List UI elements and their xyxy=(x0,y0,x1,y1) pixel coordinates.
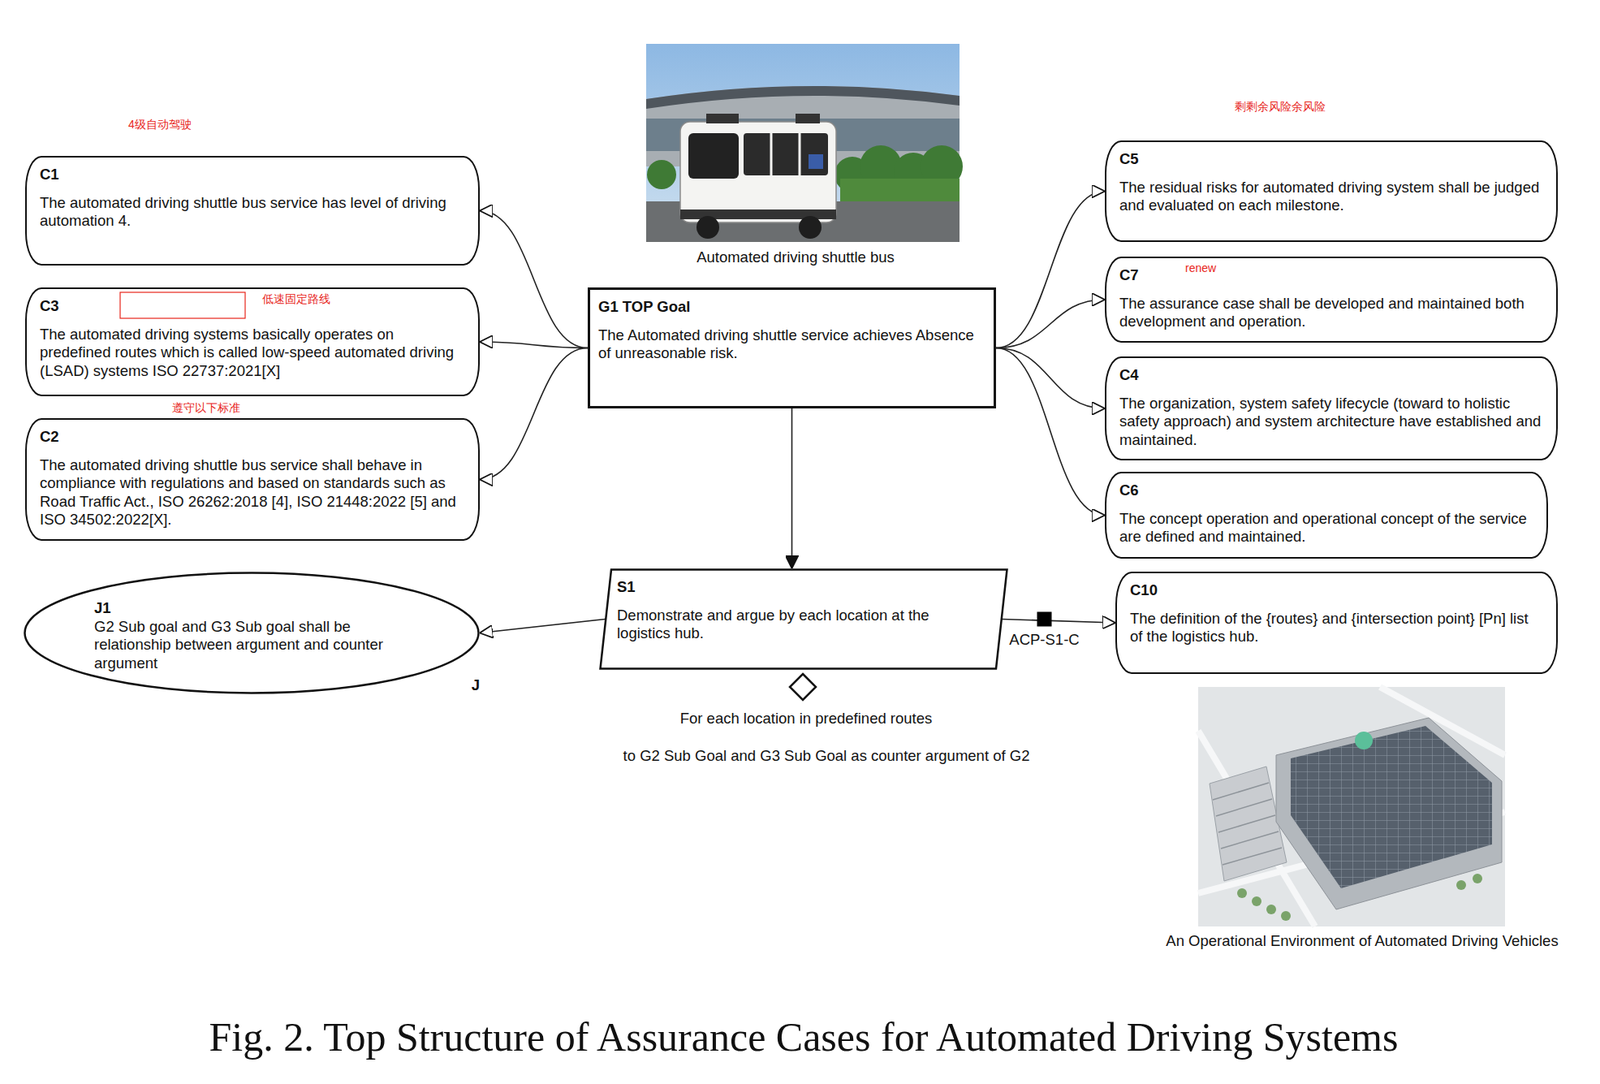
node-text: The automated driving shuttle bus servic… xyxy=(39,194,467,231)
annotation-note: 遵守以下标准 xyxy=(172,401,241,415)
photo-sky xyxy=(646,43,960,242)
node-id: C2 xyxy=(39,427,467,447)
node-id: C3 xyxy=(39,297,467,316)
node-text: The concept operation and operational co… xyxy=(1119,509,1536,547)
ellipse-outline xyxy=(25,573,479,694)
node-text: The organization, system safety lifecycl… xyxy=(1119,394,1545,450)
connector xyxy=(996,348,1105,516)
photo-solar-roof xyxy=(1290,725,1493,889)
strategy-note: to G2 Sub Goal and G3 Sub Goal as counte… xyxy=(623,746,1031,765)
photo-trees xyxy=(1237,873,1483,921)
node-id: C5 xyxy=(1119,150,1545,169)
annotation-note: 4级自动驾驶 xyxy=(128,117,192,131)
highlight-box xyxy=(120,292,246,319)
node-text: The Automated driving shuttle service ac… xyxy=(598,326,983,363)
justification-ellipse: J1G2 Sub goal and G3 Sub goal shall be r… xyxy=(23,571,480,695)
photo-caption: An Operational Environment of Automated … xyxy=(1165,931,1558,950)
edge-label: ACP-S1-C xyxy=(1007,630,1081,649)
context-square xyxy=(1037,612,1053,627)
node-text: The automated driving shuttle bus servic… xyxy=(39,456,467,530)
node-id: C7 xyxy=(1119,266,1545,285)
context-box: C5The residual risks for automated drivi… xyxy=(1104,140,1558,242)
node-id: C1 xyxy=(39,165,467,185)
node-text: The automated driving systems basically … xyxy=(39,325,467,381)
goal-box: G1 TOP GoalThe Automated driving shuttle… xyxy=(587,287,997,409)
connector xyxy=(479,348,588,480)
connector xyxy=(996,348,1105,410)
photo-warehouse xyxy=(1276,717,1502,910)
context-box: C2The automated driving shuttle bus serv… xyxy=(25,418,480,541)
context-box: C3The automated driving systems basicall… xyxy=(25,287,480,397)
node-id: C10 xyxy=(1129,581,1545,600)
photo-parking-levels xyxy=(1212,782,1282,865)
photo-ground xyxy=(1198,686,1506,927)
strategy-note: For each location in predefined routes xyxy=(680,709,933,728)
connector xyxy=(479,619,606,634)
figure-caption: Fig. 2. Top Structure of Assurance Cases… xyxy=(209,1013,1399,1061)
annotation-note: 低速固定路线 xyxy=(262,292,331,306)
parallelogram-outline xyxy=(600,569,1008,669)
connector xyxy=(791,408,794,569)
photo-logo xyxy=(1354,731,1373,750)
context-box: C1The automated driving shuttle bus serv… xyxy=(25,155,480,266)
node-text: The definition of the {routes} and {inte… xyxy=(1129,609,1545,647)
annotation-note: renew xyxy=(1185,261,1217,275)
context-box: C10The definition of the {routes} and {i… xyxy=(1115,571,1558,674)
node-text: The residual risks for automated driving… xyxy=(1119,178,1545,216)
node-text: Demonstrate and argue by each location a… xyxy=(616,606,984,643)
node-marker: J xyxy=(471,676,480,695)
bus-photo xyxy=(646,43,963,242)
node-text: G2 Sub goal and G3 Sub goal shall be rel… xyxy=(94,617,427,673)
photo-parking xyxy=(1209,766,1287,881)
connector xyxy=(479,211,588,349)
photo-roads xyxy=(1198,686,1506,927)
node-id: G1 TOP Goal xyxy=(598,297,983,317)
multiplicity-diamond xyxy=(789,673,816,700)
connector xyxy=(1002,619,1117,624)
annotation-note: 剩剩余风险余风险 xyxy=(1234,99,1326,113)
node-id: S1 xyxy=(616,577,984,597)
context-box: C4The organization, system safety lifecy… xyxy=(1104,356,1558,461)
connector xyxy=(479,341,588,349)
context-box: C7The assurance case shall be developed … xyxy=(1104,256,1558,343)
strategy-box: S1Demonstrate and argue by each location… xyxy=(599,568,1009,670)
hub-photo xyxy=(1198,686,1506,927)
connector xyxy=(996,191,1105,349)
bus-vehicle xyxy=(680,113,837,239)
context-box: C6The concept operation and operational … xyxy=(1104,471,1549,559)
node-text: The assurance case shall be developed an… xyxy=(1119,294,1545,332)
photo-caption: Automated driving shuttle bus xyxy=(696,248,895,267)
node-id: C6 xyxy=(1119,481,1536,501)
node-id: J1 xyxy=(94,599,427,618)
node-id: C4 xyxy=(1119,366,1545,385)
photo-roof xyxy=(646,86,960,109)
connector xyxy=(996,299,1105,349)
